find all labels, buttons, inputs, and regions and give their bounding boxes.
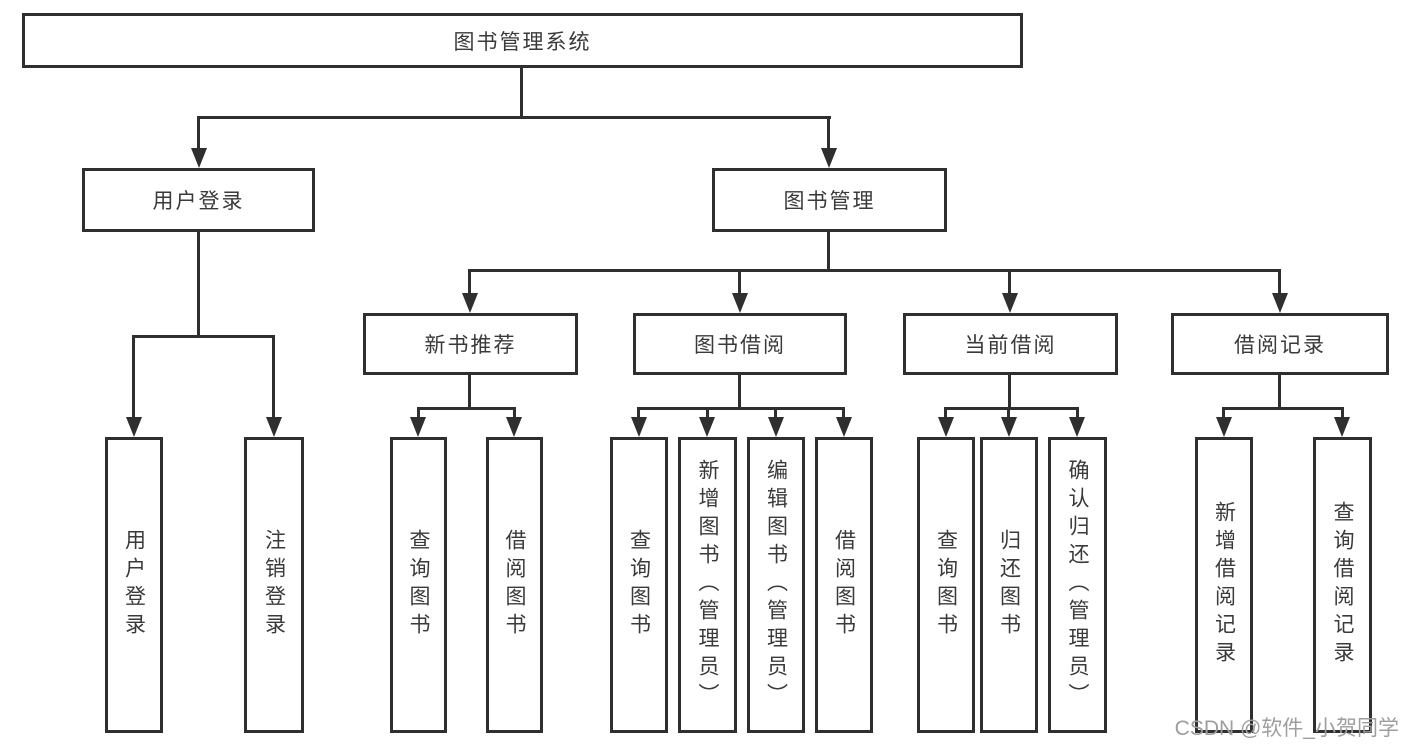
node-cur-confirm-return-label: 确认归还（管理员） xyxy=(1066,459,1089,711)
connector-cur-return-drop xyxy=(1007,410,1010,419)
node-bw-query-books-label: 查询图书 xyxy=(627,529,651,641)
node-cur-confirm-return: 确认归还（管理员） xyxy=(1048,437,1107,733)
node-current-borrow-label: 当前借阅 xyxy=(964,334,1057,357)
connector-nb-query-drop xyxy=(417,410,420,419)
node-rec-add-record-label: 新增借阅记录 xyxy=(1212,501,1236,669)
arrowhead-nb-query xyxy=(410,417,426,437)
arrowhead-newbooks xyxy=(462,293,478,313)
connector-borrowrecords-bar xyxy=(1222,407,1344,410)
connector-bookborrow-bar xyxy=(637,407,845,410)
connector-newbooks-drop xyxy=(468,272,471,293)
node-book-borrow: 图书借阅 xyxy=(633,313,847,375)
connector-bw-add-drop xyxy=(706,410,709,419)
connector-userlogin-bar xyxy=(132,335,275,338)
node-nb-query-books-label: 查询图书 xyxy=(407,529,430,641)
connector-rec-query-drop xyxy=(1341,410,1344,419)
arrowhead-bw-borrow xyxy=(836,417,852,437)
connector-nb-borrow-drop xyxy=(513,410,516,419)
node-bw-borrow-books-label: 借阅图书 xyxy=(832,529,856,641)
node-new-books: 新书推荐 xyxy=(363,313,578,375)
node-user-login: 用户登录 xyxy=(82,168,315,232)
node-bw-query-books: 查询图书 xyxy=(610,437,668,733)
connector-currentborrow-bar xyxy=(944,407,1079,410)
node-leaf-logout-label: 注销登录 xyxy=(262,529,286,641)
node-bw-add-books-label: 新增图书（管理员） xyxy=(696,459,719,711)
node-new-books-label: 新书推荐 xyxy=(424,334,517,357)
node-cur-query-books-label: 查询图书 xyxy=(934,529,958,641)
arrowhead-userlogin xyxy=(191,148,207,168)
arrowhead-leaf-login xyxy=(126,417,142,437)
connector-leaf-logout-drop xyxy=(272,338,275,417)
connector-bookmgmt-stem xyxy=(827,232,830,269)
node-bw-borrow-books: 借阅图书 xyxy=(815,437,873,733)
arrowhead-leaf-logout xyxy=(266,417,282,437)
node-borrow-records-label: 借阅记录 xyxy=(1234,334,1326,357)
arrowhead-rec-add xyxy=(1216,417,1232,437)
arrowhead-bookborrow xyxy=(732,293,748,313)
node-cur-query-books: 查询图书 xyxy=(917,437,975,733)
connector-bookmgmt-drop xyxy=(827,119,830,150)
arrowhead-borrowrecords xyxy=(1272,293,1288,313)
connector-userlogin-drop xyxy=(197,119,200,150)
connector-root-stem xyxy=(520,68,523,116)
arrowhead-cur-query xyxy=(938,417,954,437)
connector-borrowrecords-drop xyxy=(1278,272,1281,293)
connector-leaf-login-drop xyxy=(132,338,135,417)
node-leaf-logout: 注销登录 xyxy=(244,437,304,733)
connector-cur-confirm-drop xyxy=(1076,410,1079,419)
arrowhead-rec-query xyxy=(1334,417,1350,437)
arrowhead-cur-return xyxy=(1001,417,1017,437)
node-leaf-login-label: 用户登录 xyxy=(122,529,146,641)
arrowhead-currentborrow xyxy=(1002,293,1018,313)
connector-bw-borrow-drop xyxy=(842,410,845,419)
node-rec-add-record: 新增借阅记录 xyxy=(1195,437,1253,733)
connector-currentborrow-stem xyxy=(1008,375,1011,407)
node-cur-return-books-label: 归还图书 xyxy=(997,529,1021,641)
node-book-mgmt: 图书管理 xyxy=(712,168,947,232)
connector-newbooks-stem xyxy=(468,375,471,407)
node-current-borrow: 当前借阅 xyxy=(903,313,1118,375)
connector-level2-bar xyxy=(197,116,831,119)
arrowhead-bookmgmt xyxy=(821,148,837,168)
connector-newbooks-bar xyxy=(417,407,516,410)
node-bw-edit-books-label: 编辑图书（管理员） xyxy=(764,459,788,711)
arrowhead-bw-add xyxy=(699,417,715,437)
node-borrow-records: 借阅记录 xyxy=(1171,313,1389,375)
connector-bookborrow-drop xyxy=(738,272,741,293)
node-cur-return-books: 归还图书 xyxy=(980,437,1038,733)
node-nb-borrow-books: 借阅图书 xyxy=(486,437,543,733)
node-leaf-login: 用户登录 xyxy=(105,437,163,733)
connector-rec-add-drop xyxy=(1222,410,1225,419)
node-bw-add-books: 新增图书（管理员） xyxy=(678,437,737,733)
node-nb-query-books: 查询图书 xyxy=(390,437,447,733)
connector-borrowrecords-stem xyxy=(1278,375,1281,407)
arrowhead-bw-edit xyxy=(768,417,784,437)
node-user-login-label: 用户登录 xyxy=(152,190,245,213)
node-bw-edit-books: 编辑图书（管理员） xyxy=(747,437,805,733)
connector-bw-edit-drop xyxy=(774,410,777,419)
arrowhead-nb-borrow xyxy=(506,417,522,437)
connector-level3-bar xyxy=(468,269,1281,272)
connector-currentborrow-drop xyxy=(1008,272,1011,293)
connector-bookborrow-stem xyxy=(738,375,741,407)
arrowhead-bw-query xyxy=(631,417,647,437)
node-root: 图书管理系统 xyxy=(22,13,1023,68)
node-rec-query-record: 查询借阅记录 xyxy=(1313,437,1372,733)
node-root-label: 图书管理系统 xyxy=(453,30,592,54)
connector-bw-query-drop xyxy=(637,410,640,419)
csdn-watermark: CSDN @软件_小贺同学 xyxy=(1174,717,1399,740)
node-book-borrow-label: 图书借阅 xyxy=(694,334,786,357)
node-rec-query-record-label: 查询借阅记录 xyxy=(1331,501,1354,669)
arrowhead-cur-confirm xyxy=(1069,417,1085,437)
node-nb-borrow-books-label: 借阅图书 xyxy=(503,529,526,641)
connector-cur-query-drop xyxy=(944,410,947,419)
connector-userlogin-stem xyxy=(197,232,200,335)
node-book-mgmt-label: 图书管理 xyxy=(783,190,876,213)
